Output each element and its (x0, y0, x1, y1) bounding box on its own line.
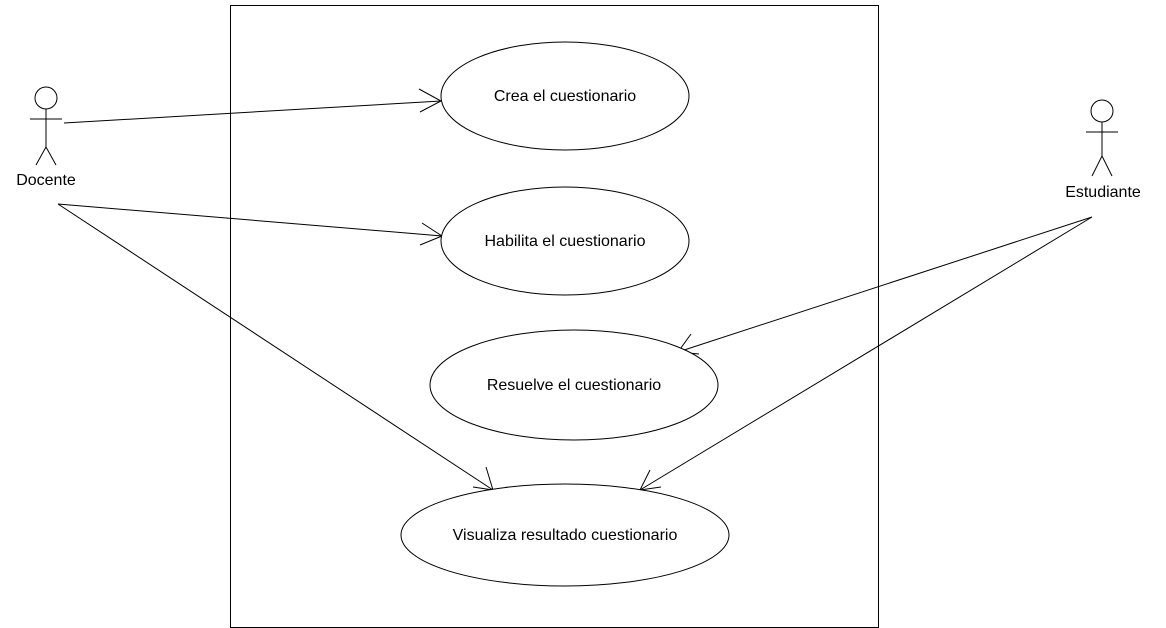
association-docente-crea (63, 88, 443, 124)
use-case-resuelve-el-cuestionario: Resuelve el cuestionario (429, 329, 719, 441)
use-case-visualiza-resultado-cuestionario: Visualiza resultado cuestionario (400, 483, 730, 587)
docente-stick-figure-icon (30, 86, 62, 166)
association-estudiante-resuelve (677, 216, 1093, 355)
use-case-label-visualiza: Visualiza resultado cuestionario (453, 527, 678, 544)
use-case-label-resuelve: Resuelve el cuestionario (487, 377, 661, 394)
use-case-label-habilita: Habilita el cuestionario (485, 233, 646, 250)
actor-docente: Docente (16, 86, 76, 189)
actor-label-estudiante: Estudiante (1065, 184, 1141, 201)
estudiante-stick-figure-icon (1086, 99, 1118, 177)
association-estudiante-visualiza (639, 216, 1093, 491)
association-docente-habilita (57, 203, 444, 246)
use-case-label-crea: Crea el cuestionario (494, 88, 636, 105)
use-case-habilita-el-cuestionario: Habilita el cuestionario (440, 186, 690, 296)
actor-label-docente: Docente (16, 172, 76, 189)
association-docente-visualiza (57, 203, 494, 491)
actor-estudiante: Estudiante (1065, 99, 1141, 201)
use-case-crea-el-cuestionario: Crea el cuestionario (440, 41, 690, 151)
